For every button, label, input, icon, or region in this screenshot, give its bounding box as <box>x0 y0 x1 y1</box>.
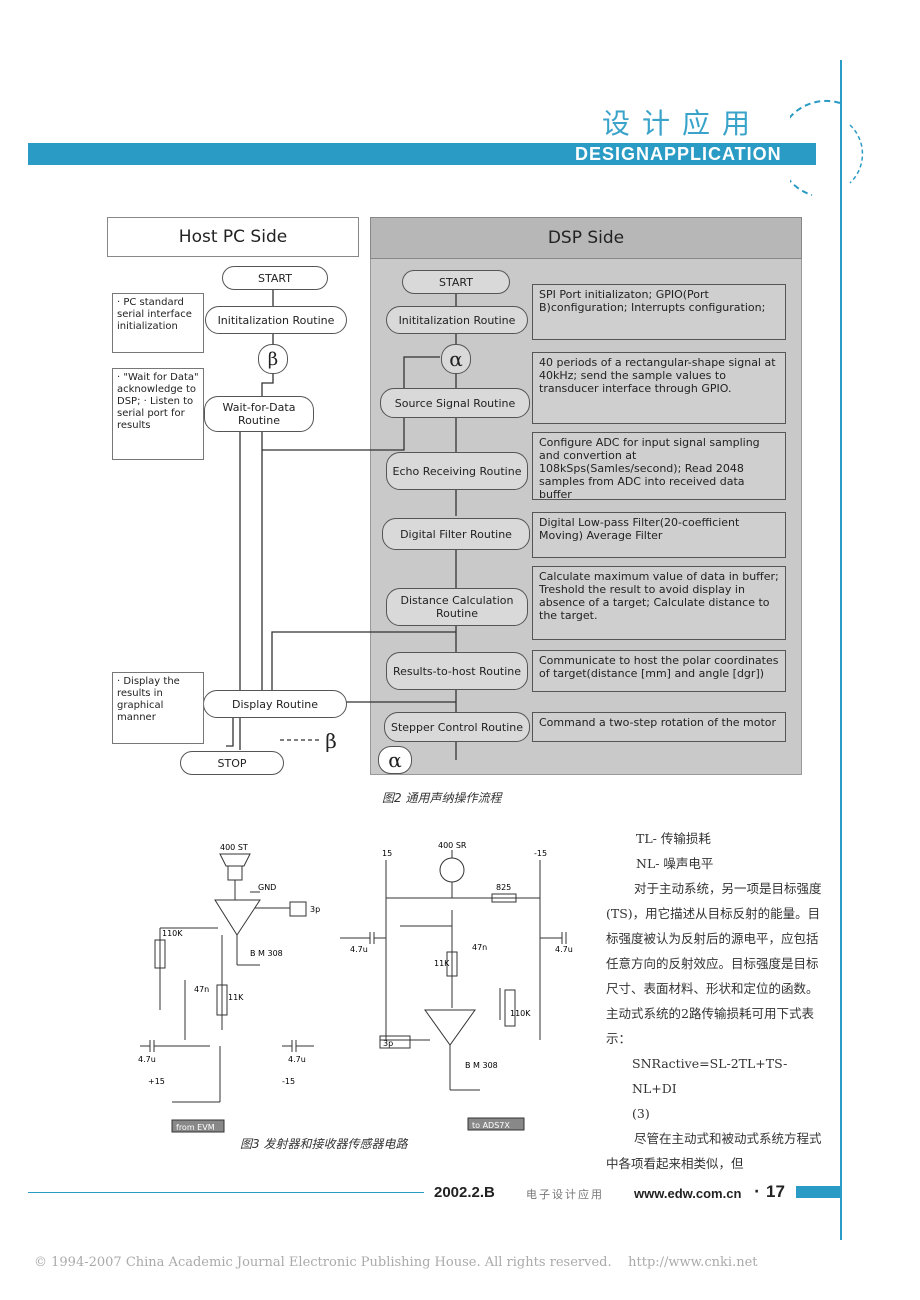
section-title-cn: 设计应用 <box>602 107 763 140</box>
header-banner <box>28 143 816 165</box>
label-4-7u-3: 4.7u <box>350 945 368 954</box>
dsp-desc-source: 40 periods of a rectangular-shape signal… <box>532 352 786 424</box>
dsp-start-node: START <box>402 270 510 294</box>
footer-garbled-text: 电子设计应用 <box>526 1188 604 1201</box>
dsp-routine-source: Source Signal Routine <box>380 388 530 418</box>
dsp-routine-results: Results-to-host Routine <box>386 652 528 690</box>
label-11k: 11K <box>228 993 244 1002</box>
dsp-desc-filter: Digital Low-pass Filter(20-coefficient M… <box>532 512 786 558</box>
label-bm308-1: B M 308 <box>250 949 283 958</box>
label-110k: 110K <box>162 929 183 938</box>
text-paragraph-2: 尽管在主动式和被动式系统方程式中各项看起来相类似，但 <box>606 1131 822 1171</box>
footer-sep: · <box>754 1184 760 1200</box>
label-gnd: GND <box>258 883 276 892</box>
label-110k-2: 110K <box>510 1009 531 1018</box>
host-note-init: · PC standard serial interface initializ… <box>112 293 204 353</box>
label-to-ads: to ADS7X <box>472 1121 510 1130</box>
figure3-caption: 图3 发射器和接收器传感器电路 <box>240 1137 408 1151</box>
host-wait-routine: Wait-for-Data Routine <box>204 396 314 432</box>
footer-issue: 2002.2.B <box>434 1184 495 1201</box>
host-beta-connector-2: β <box>325 729 337 753</box>
dsp-routine-filter: Digital Filter Routine <box>382 518 530 550</box>
host-init-routine: Inititalization Routine <box>205 306 347 334</box>
host-display-routine: Display Routine <box>203 690 347 718</box>
label-11k-2: 11K <box>434 959 450 968</box>
section-title-en: DESIGNAPPLICATION <box>575 144 782 164</box>
text-eq-number: (3) <box>632 1106 650 1121</box>
label-47n: 47n <box>194 985 209 994</box>
dsp-alpha-connector: α <box>441 344 471 374</box>
dsp-routine-stepper: Stepper Control Routine <box>384 712 530 742</box>
host-stop-node: STOP <box>180 751 284 775</box>
page-number: 17 <box>766 1182 785 1201</box>
dsp-desc-distance: Calculate maximum value of data in buffe… <box>532 566 786 640</box>
dsp-routine-echo: Echo Receiving Routine <box>386 452 528 490</box>
host-start-node: START <box>222 266 328 290</box>
dsp-desc-init: SPI Port initializaton; GPIO(Port B)conf… <box>532 284 786 340</box>
label-15: 15 <box>382 849 392 858</box>
decorative-arc-icon <box>790 99 864 196</box>
label-3p-2: 3p <box>383 1039 393 1048</box>
label-bm308-2: B M 308 <box>465 1061 498 1070</box>
label-400sr: 400 SR <box>438 841 467 850</box>
label-400st: 400 ST <box>220 843 248 852</box>
dsp-routine-distance: Distance Calculation Routine <box>386 588 528 626</box>
text-equation: SNRactive=SL-2TL+TS-NL+DI <box>632 1056 788 1096</box>
dsp-routine-init: Inititalization Routine <box>386 306 528 334</box>
label-825: 825 <box>496 883 511 892</box>
footer-bar <box>796 1186 840 1198</box>
label-from-evm: from EVM <box>176 1123 215 1132</box>
label-47n-2: 47n <box>472 943 487 952</box>
host-note-wait: · "Wait for Data" acknowledge to DSP; · … <box>112 368 204 460</box>
footer-rule <box>28 1192 424 1193</box>
host-pc-header: Host PC Side <box>107 217 359 257</box>
text-paragraph: 对于主动系统，另一项是目标强度(TS)，用它描述从目标反射的能量。目标强度被认为… <box>606 881 822 1046</box>
label-4-7u-2: 4.7u <box>288 1055 306 1064</box>
host-beta-connector: β <box>258 344 288 374</box>
dsp-desc-echo: Configure ADC for input signal sampling … <box>532 432 786 501</box>
host-note-display: · Display the results in graphical manne… <box>112 672 204 744</box>
figure2-caption: 图2 通用声纳操作流程 <box>382 791 502 805</box>
label-plus15: +15 <box>148 1077 165 1086</box>
label-minus15: -15 <box>534 849 547 858</box>
label-4-7u-4: 4.7u <box>555 945 573 954</box>
dsp-side-header: DSP Side <box>370 217 802 259</box>
margin-rule <box>840 60 842 1240</box>
label-3p: 3p <box>310 905 320 914</box>
dsp-desc-results: Communicate to host the polar coordinate… <box>532 650 786 692</box>
label-4-7u: 4.7u <box>138 1055 156 1064</box>
text-tl: TL- 传输损耗 <box>636 831 711 846</box>
dsp-alpha-connector-2: α <box>378 746 412 774</box>
body-text-column: TL- 传输损耗 NL- 噪声电平 对于主动系统，另一项是目标强度(TS)，用它… <box>606 826 826 1176</box>
circuit-diagram: 400 ST 400 SR GND B M 308 B M 308 110K 1… <box>138 841 573 1133</box>
dsp-desc-stepper: Command a two-step rotation of the motor <box>532 712 786 742</box>
label-minus15-b: -15 <box>282 1077 295 1086</box>
footer-url: www.edw.com.cn <box>634 1186 742 1201</box>
copyright-line: © 1994-2007 China Academic Journal Elect… <box>34 1255 758 1270</box>
text-nl: NL- 噪声电平 <box>636 856 714 871</box>
